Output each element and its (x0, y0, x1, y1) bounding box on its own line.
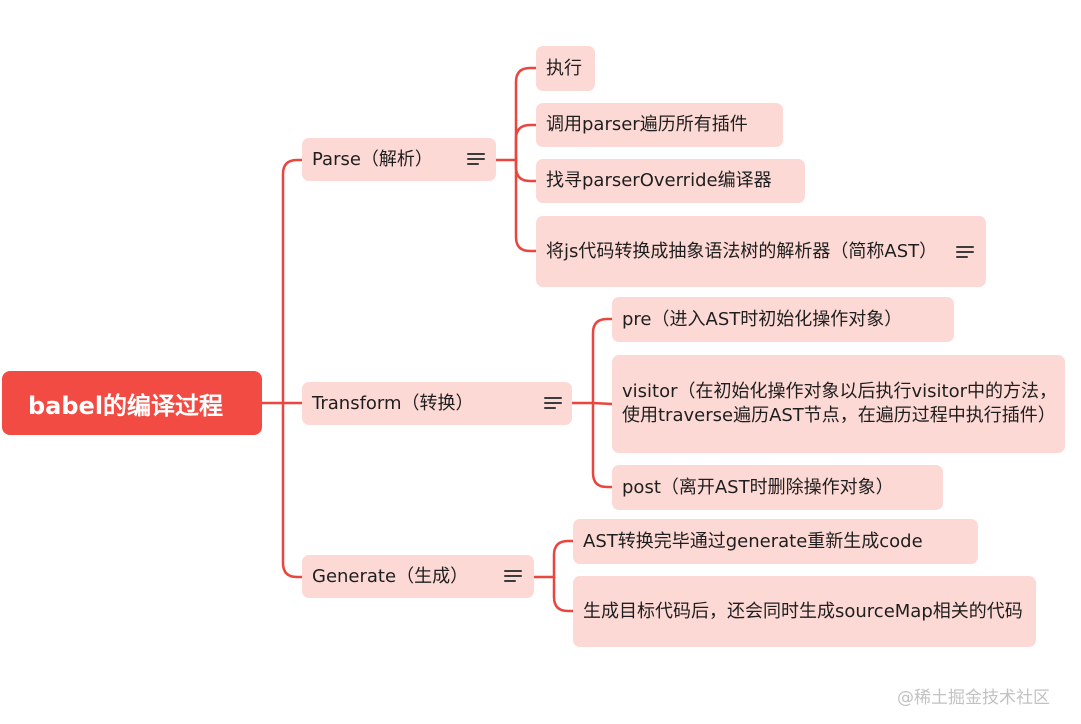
connector-generate-leaf-1 (552, 575, 575, 613)
leaf-label: 执行 (546, 57, 582, 79)
leaf-label: 找寻parserOverride编译器 (546, 170, 772, 191)
branch-parse-label: Parse（解析） (312, 148, 433, 170)
connector-parse-leaf-0 (514, 66, 538, 162)
connector-transform-leaf-2 (591, 401, 614, 489)
leaf-label: 将js代码转换成抽象语法树的解析器（简称AST） (546, 240, 938, 262)
notes-icon[interactable] (504, 569, 522, 583)
leaf-transform-1[interactable]: pre（进入AST时初始化操作对象） (612, 297, 954, 342)
leaf-label: pre（进入AST时初始化操作对象） (622, 308, 903, 330)
watermark: @稀土掘金技术社区 (897, 688, 1050, 708)
connector-transform-leaf-1 (591, 401, 614, 406)
leaf-parse-3[interactable]: 找寻parserOverride编译器 (536, 159, 805, 203)
leaf-parse-2[interactable]: 调用parser遍历所有插件 (536, 103, 783, 147)
connector-parse-leaf-3 (514, 158, 538, 253)
branch-generate[interactable]: Generate（生成） (302, 555, 534, 598)
leaf-transform-2[interactable]: visitor（在初始化操作对象以后执行visitor中的方法，使用traver… (612, 355, 1065, 453)
leaf-transform-3[interactable]: post（离开AST时删除操作对象） (612, 465, 943, 510)
branch-transform-label: Transform（转换） (312, 392, 474, 414)
connector-transform-leaf-0 (591, 317, 614, 405)
branch-generate-label: Generate（生成） (312, 565, 469, 587)
connector-generate-leaf-0 (552, 539, 575, 579)
leaf-parse-1[interactable]: 执行 (536, 46, 595, 91)
leaf-generate-1[interactable]: AST转换完毕通过generate重新生成code (573, 519, 978, 564)
leaf-label: 生成目标代码后，还会同时生成sourceMap相关的代码 (583, 600, 1023, 622)
connector-parse-leaf-2 (514, 158, 538, 183)
notes-icon[interactable] (544, 396, 562, 410)
branch-parse[interactable]: Parse（解析） (302, 138, 496, 181)
leaf-label: visitor（在初始化操作对象以后执行visitor中的方法，使用traver… (622, 381, 1058, 426)
notes-icon[interactable] (467, 152, 485, 166)
leaf-label: 调用parser遍历所有插件 (546, 114, 748, 135)
connector-root-spine (281, 158, 304, 579)
root-label: babel的编译过程 (28, 391, 224, 420)
branch-transform[interactable]: Transform（转换） (302, 382, 572, 425)
leaf-generate-2[interactable]: 生成目标代码后，还会同时生成sourceMap相关的代码 (573, 576, 1036, 647)
root-node[interactable]: babel的编译过程 (2, 371, 262, 435)
notes-icon[interactable] (956, 245, 974, 259)
connector-parse-leaf-1 (514, 123, 538, 162)
leaf-parse-4[interactable]: 将js代码转换成抽象语法树的解析器（简称AST） (536, 216, 986, 287)
leaf-label: post（离开AST时删除操作对象） (622, 476, 894, 498)
leaf-label: AST转换完毕通过generate重新生成code (583, 530, 923, 552)
